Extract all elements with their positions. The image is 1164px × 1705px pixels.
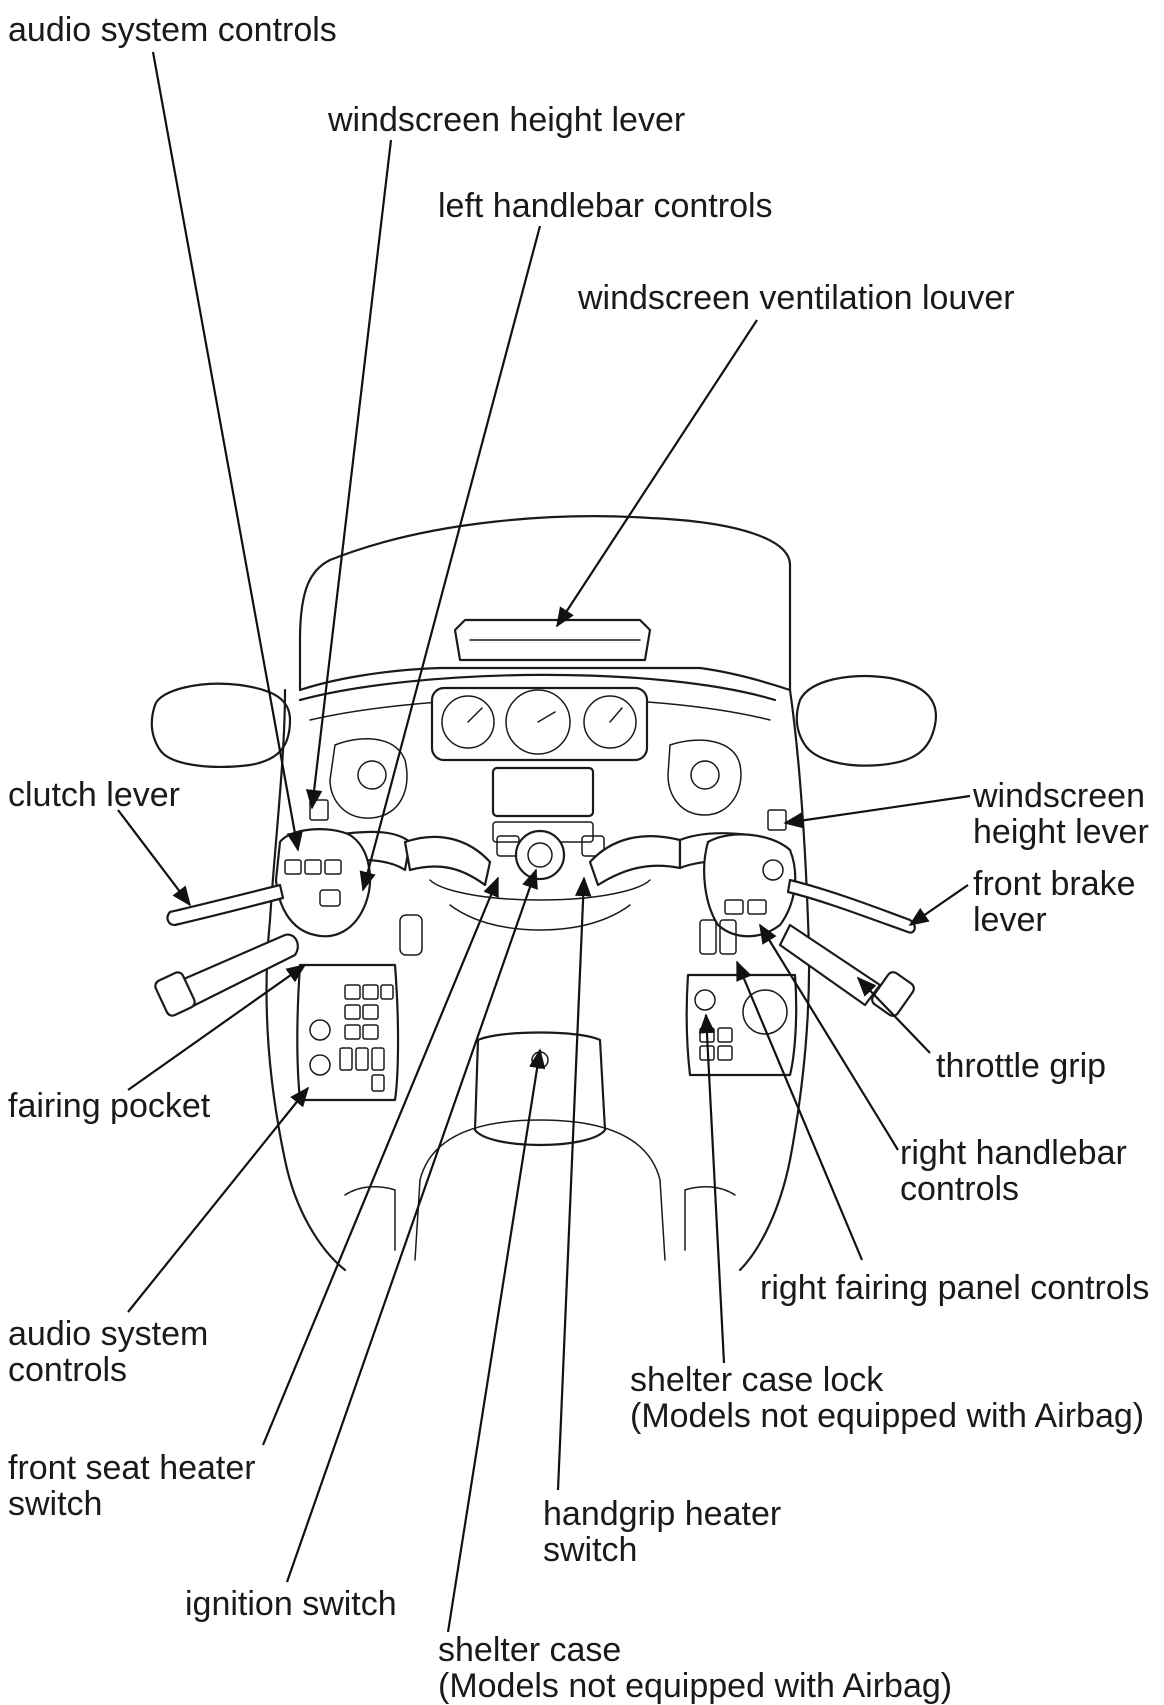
leader-handgrip-heater-switch	[556, 876, 592, 1491]
label-line: handgrip heater	[543, 1495, 782, 1533]
leader-right-handlebar-controls	[759, 923, 899, 1151]
label-right-handlebar-controls: right handlebar controls	[900, 1135, 1127, 1207]
right-mirror	[795, 675, 937, 767]
label-line: right handlebar	[900, 1134, 1127, 1172]
label-windscreen-ventilation-louver: windscreen ventilation louver	[578, 279, 1015, 317]
label-line: front brake	[973, 865, 1136, 903]
label-right-fairing-panel-controls: right fairing panel controls	[760, 1269, 1150, 1307]
label-line: switch	[8, 1485, 103, 1523]
label-line: front seat heater	[8, 1449, 256, 1487]
label-line: (Models not equipped with Airbag)	[630, 1397, 1145, 1435]
label-line: shelter case	[438, 1631, 622, 1669]
leader-right-fairing-panel-controls	[735, 960, 864, 1261]
ignition	[514, 829, 566, 881]
instrument-cluster	[430, 686, 649, 762]
left-switch-housing	[274, 828, 372, 938]
windscreen	[298, 515, 792, 692]
label-line: switch	[543, 1531, 638, 1569]
label-left-handlebar-controls: left handlebar controls	[438, 187, 773, 225]
leader-shelter-case-lock	[698, 1013, 726, 1364]
leader-lines	[117, 51, 971, 1633]
label-audio-system-controls-top: audio system controls	[8, 11, 337, 49]
label-clutch-lever: clutch lever	[8, 776, 180, 814]
label-line: windscreen	[973, 777, 1145, 815]
label-line: lever	[973, 901, 1047, 939]
label-windscreen-height-lever-right: windscreen height lever	[973, 778, 1149, 850]
label-handgrip-heater-switch: handgrip heater switch	[543, 1496, 781, 1568]
left-grip	[168, 933, 299, 1012]
leader-windscreen-height-lever-top	[305, 139, 393, 810]
label-line: controls	[900, 1170, 1020, 1208]
right-grip	[778, 923, 882, 1007]
leader-windscreen-height-lever-right	[783, 794, 971, 829]
leader-front-brake-lever	[908, 884, 969, 926]
label-line: controls	[8, 1351, 128, 1389]
label-line: shelter case lock	[630, 1361, 884, 1399]
label-shelter-case-lock: shelter case lock (Models not equipped w…	[630, 1362, 1144, 1434]
front-brake-lever-shape	[786, 878, 916, 934]
leader-left-handlebar-controls	[359, 225, 542, 892]
leader-clutch-lever	[117, 809, 191, 907]
label-line: (Models not equipped with Airbag)	[438, 1667, 953, 1705]
leader-shelter-case	[446, 1048, 546, 1633]
label-front-seat-heater-switch: front seat heater switch	[8, 1450, 256, 1522]
label-throttle-grip: throttle grip	[936, 1047, 1107, 1085]
motorcycle-illustration	[150, 515, 937, 1272]
label-line: audio system	[8, 1315, 209, 1353]
leader-front-seat-heater-switch	[261, 876, 500, 1446]
fairing-outline	[265, 688, 347, 1272]
label-ignition-switch: ignition switch	[185, 1585, 397, 1623]
leader-throttle-grip	[856, 976, 931, 1054]
label-audio-system-controls-left: audio system controls	[8, 1316, 208, 1388]
leader-windscreen-ventilation-louver	[556, 319, 758, 628]
label-shelter-case: shelter case (Models not equipped with A…	[438, 1632, 952, 1704]
shelter-case-shape	[473, 1031, 607, 1147]
label-line: height lever	[973, 813, 1149, 851]
leader-fairing-pocket	[127, 964, 307, 1091]
center-display	[491, 766, 595, 818]
label-fairing-pocket: fairing pocket	[8, 1087, 211, 1125]
leader-audio-system-controls-left	[127, 1086, 310, 1313]
label-windscreen-height-lever-top: windscreen height lever	[328, 101, 686, 139]
label-front-brake-lever: front brake lever	[973, 866, 1136, 938]
right-switch-housing	[703, 833, 797, 938]
clutch-lever-shape	[166, 883, 285, 927]
leader-ignition-switch	[285, 868, 538, 1583]
leader-audio-system-controls-top	[151, 51, 303, 852]
